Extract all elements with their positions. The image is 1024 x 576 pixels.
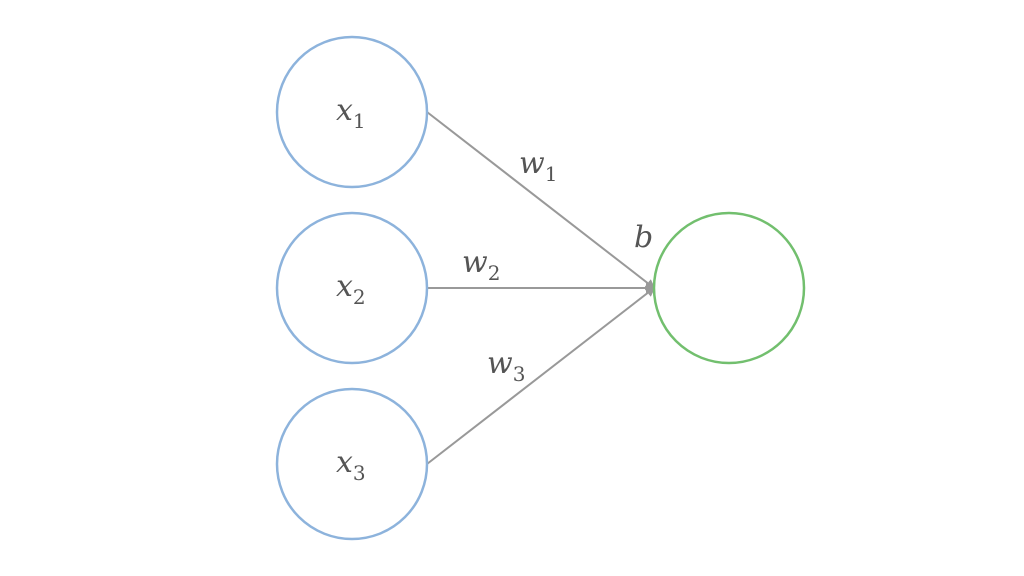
input-sub-2: 2 (353, 285, 366, 309)
weight-var-1: w (519, 146, 545, 181)
weight-var-2: w (462, 245, 488, 280)
input-label-3: x3 (336, 445, 366, 485)
input-node-1 (275, 35, 429, 189)
input-label-1: x1 (336, 93, 366, 133)
weight-sub-1: 1 (545, 162, 558, 186)
edge-x1-to-output (426, 111, 656, 290)
input-node-3 (275, 387, 429, 541)
weight-sub-3: 3 (513, 362, 526, 386)
bias-label: b (634, 220, 653, 255)
weight-sub-2: 2 (488, 261, 501, 285)
edge-x3-to-output (426, 286, 656, 465)
input-sub-1: 1 (353, 109, 366, 133)
input-var-2: x (336, 269, 353, 304)
input-var-1: x (336, 93, 353, 128)
output-node (652, 211, 806, 365)
input-label-2: x2 (336, 269, 366, 309)
input-var-3: x (336, 445, 353, 480)
input-sub-3: 3 (353, 461, 366, 485)
weight-label-1: w1 (519, 146, 557, 186)
weight-label-2: w2 (462, 245, 500, 285)
weight-label-3: w3 (487, 346, 525, 386)
weight-var-3: w (487, 346, 513, 381)
input-node-2 (275, 211, 429, 365)
